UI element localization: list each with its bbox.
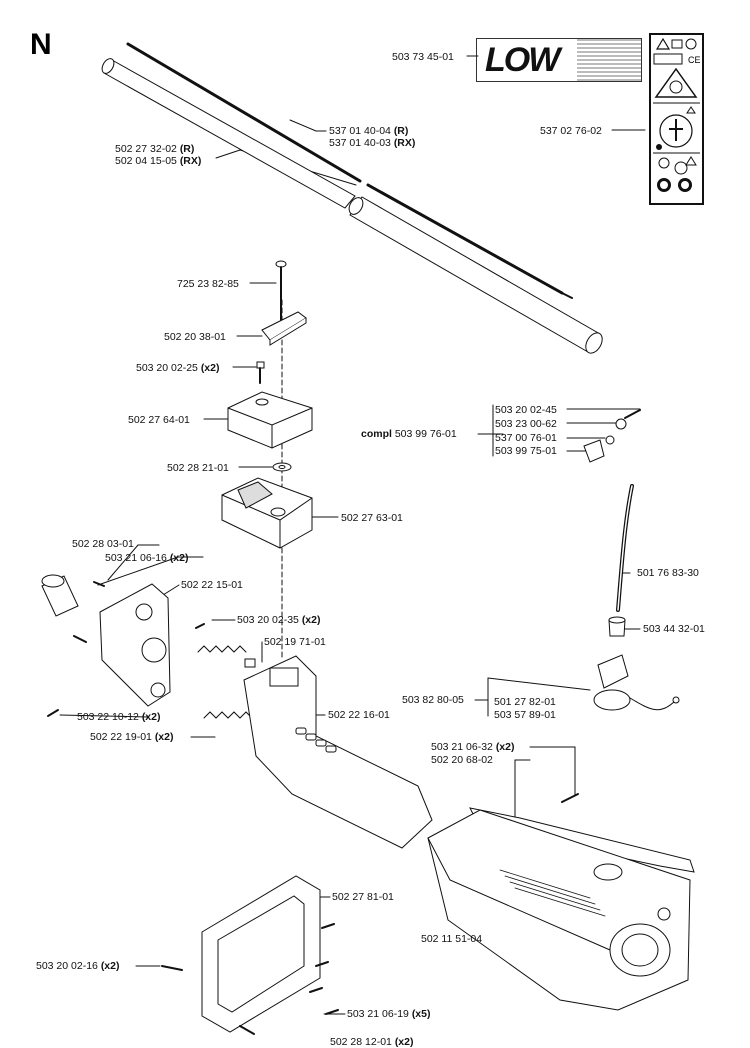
label-compl-503-99-76-01: compl 503 99 76-01 [361, 428, 457, 440]
label-502-11-51-04: 502 11 51-04 [421, 933, 483, 945]
label-502-22-15-01: 502 22 15-01 [181, 579, 243, 591]
low-decal-text: LOW [485, 41, 560, 79]
label-503-20-02-35: 503 20 02-35 (x2) [237, 614, 321, 626]
decal-stripes [577, 39, 641, 81]
label-502-28-12-01: 502 28 12-01 (x2) [330, 1036, 414, 1048]
label-725-23-82-85: 725 23 82-85 [177, 278, 239, 290]
label-502-22-16-01: 502 22 16-01 [328, 709, 390, 721]
label-502-28-03-01: 502 28 03-01 [72, 538, 134, 550]
label-503-21-06-16: 503 21 06-16 (x2) [105, 552, 189, 564]
label-537-00-76-01: 537 00 76-01 [495, 432, 557, 444]
label-503-99-75-01: 503 99 75-01 [495, 445, 557, 457]
label-503-57-89-01: 503 57 89-01 [494, 709, 556, 721]
label-502-20-38-01: 502 20 38-01 [164, 331, 226, 343]
label-502-27-32-02: 502 27 32-02 (R) [115, 143, 195, 155]
label-501-76-83-30: 501 76 83-30 [637, 567, 699, 579]
low-decal: LOW [476, 38, 642, 82]
label-502-20-68-02: 502 20 68-02 [431, 754, 493, 766]
label-502-19-71-01: 502 19 71-01 [264, 636, 326, 648]
warning-decal: CE [649, 33, 704, 205]
label-503-22-10-12: 503 22 10-12 (x2) [77, 711, 161, 723]
label-502-22-19-01: 502 22 19-01 (x2) [90, 731, 174, 743]
label-503-23-00-62: 503 23 00-62 [495, 418, 557, 430]
label-501-27-82-01: 501 27 82-01 [494, 696, 556, 708]
label-503-20-02-45: 503 20 02-45 [495, 404, 557, 416]
label-503-21-06-32: 503 21 06-32 (x2) [431, 741, 515, 753]
label-503-20-02-16: 503 20 02-16 (x2) [36, 960, 120, 972]
label-537-02-76-02: 537 02 76-02 [540, 125, 602, 137]
svg-text:CE: CE [688, 55, 701, 65]
warning-decal-graphics: CE [653, 37, 701, 192]
label-503-44-32-01: 503 44 32-01 [643, 623, 705, 635]
label-537-01-40-03: 537 01 40-03 (RX) [329, 137, 416, 149]
label-502-27-63-01: 502 27 63-01 [341, 512, 403, 524]
section-letter: N [30, 28, 52, 61]
label-537-01-40-04: 537 01 40-04 (R) [329, 125, 409, 137]
label-503-82-80-05: 503 82 80-05 [402, 694, 464, 706]
label-502-28-21-01: 502 28 21-01 [167, 462, 229, 474]
label-502-04-15-05: 502 04 15-05 (RX) [115, 155, 202, 167]
label-503-73-45-01: 503 73 45-01 [392, 51, 454, 63]
label-503-21-06-19: 503 21 06-19 (x5) [347, 1008, 431, 1020]
label-503-20-02-25: 503 20 02-25 (x2) [136, 362, 220, 374]
label-502-27-64-01: 502 27 64-01 [128, 414, 190, 426]
label-502-27-81-01: 502 27 81-01 [332, 891, 394, 903]
